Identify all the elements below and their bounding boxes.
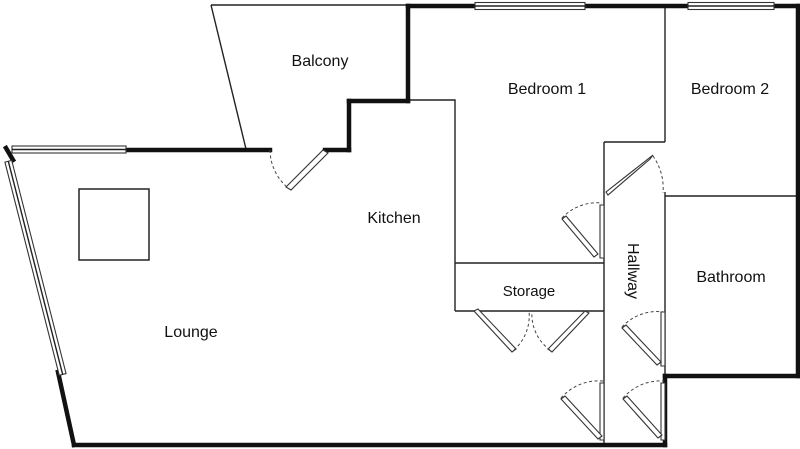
- door-bathroom: [621, 311, 666, 367]
- door-storage-right: [531, 310, 590, 353]
- window-bedroom1: [474, 1, 586, 11]
- doors: [269, 149, 666, 441]
- door-storage-left: [473, 308, 530, 353]
- room-label-kitchen: Kitchen: [367, 210, 420, 227]
- room-label-hallway: Hallway: [624, 243, 641, 299]
- window-lounge-top: [11, 145, 127, 154]
- windows: [4, 1, 775, 376]
- room-label-bedroom1: Bedroom 1: [508, 81, 586, 98]
- room-label-bathroom: Bathroom: [696, 269, 765, 286]
- window-lounge-left: [4, 159, 67, 376]
- door-bedroom2: [605, 154, 664, 196]
- balcony-outline: [210, 4, 408, 150]
- room-label-lounge: Lounge: [164, 324, 217, 341]
- lounge-square-fixture: [78, 188, 150, 261]
- door-bedroom1: [561, 202, 605, 259]
- door-cupboard: [622, 380, 666, 441]
- door-balcony: [269, 149, 329, 191]
- room-label-bedroom2: Bedroom 2: [691, 81, 769, 98]
- room-label-balcony: Balcony: [292, 53, 349, 70]
- room-label-storage: Storage: [503, 283, 556, 300]
- door-entrance: [560, 380, 605, 441]
- window-bedroom2: [687, 1, 775, 11]
